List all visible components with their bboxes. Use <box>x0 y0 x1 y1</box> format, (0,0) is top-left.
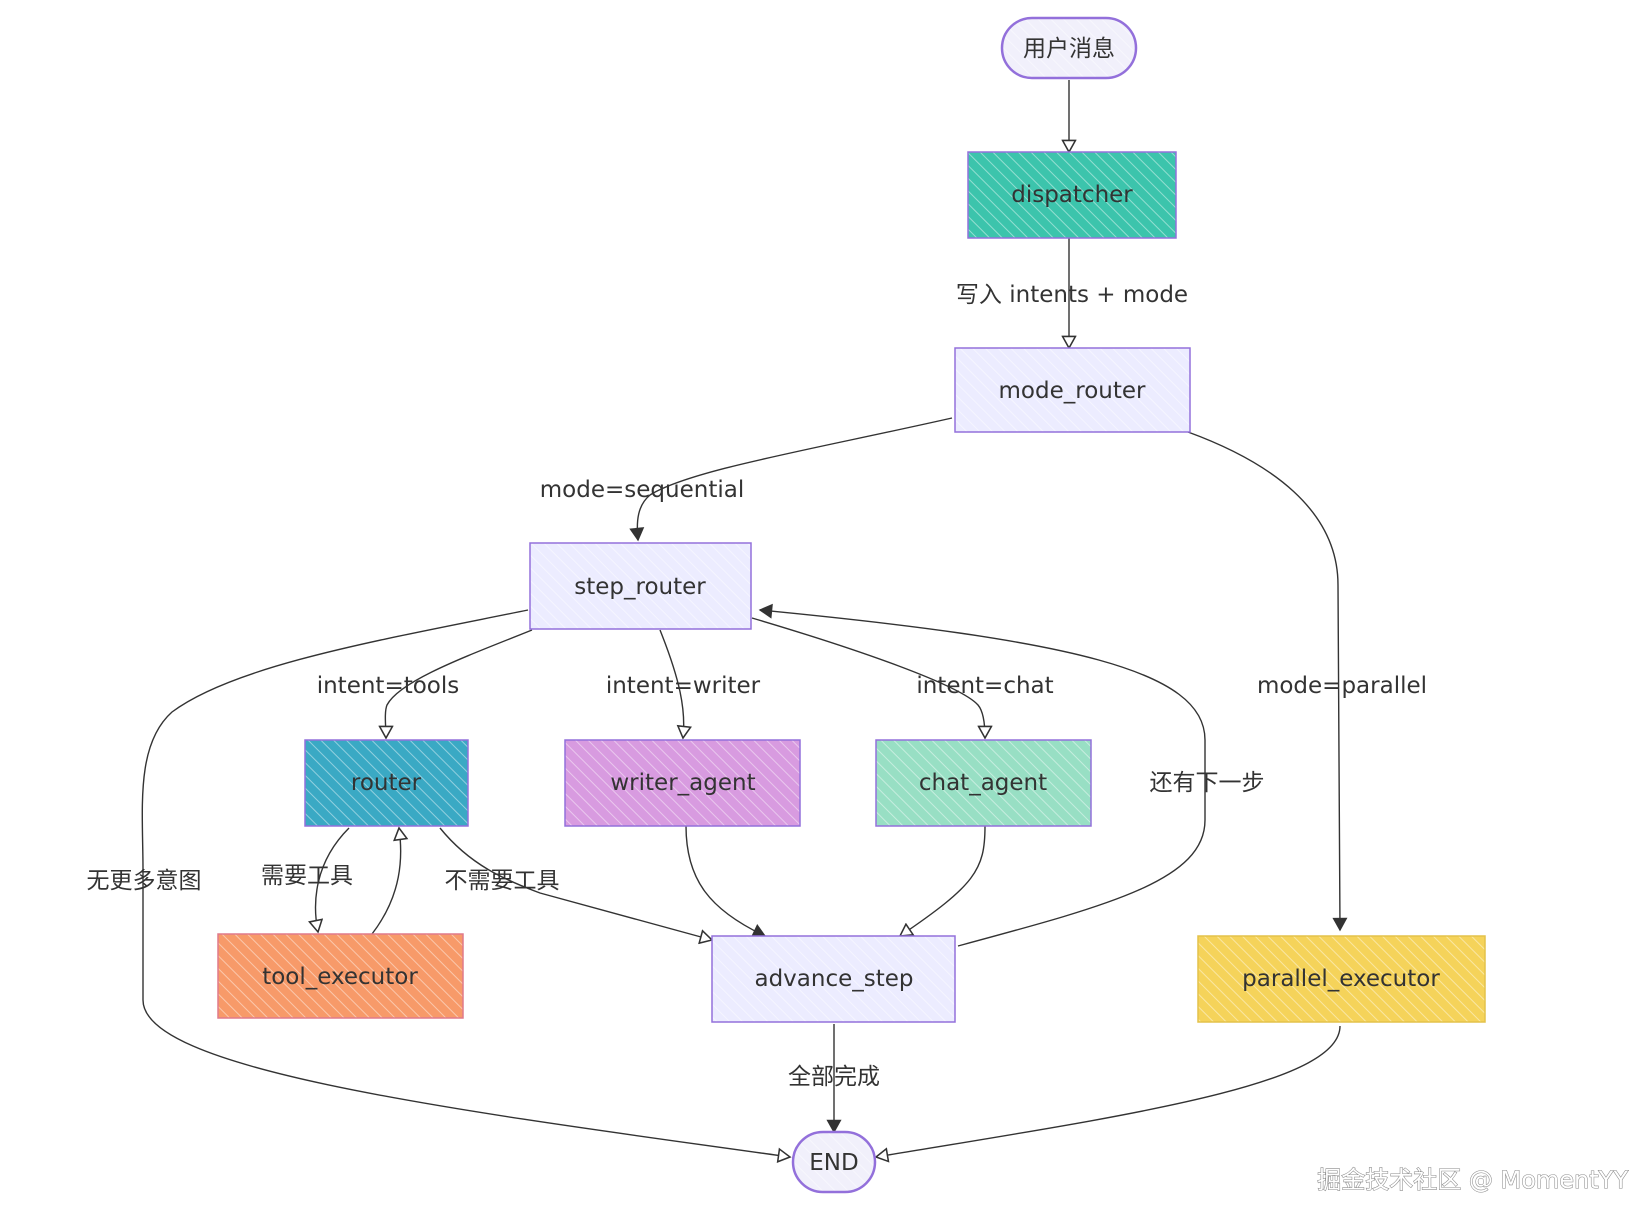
node-router-hatch <box>305 740 468 826</box>
node-end-border <box>791 1130 877 1194</box>
node-step-router-hatch <box>530 543 751 629</box>
node-router-border <box>304 739 469 827</box>
node-parallel-executor-border <box>1197 935 1486 1023</box>
edge-label-write-intents: 写入 intents + mode <box>956 282 1188 308</box>
node-user-message-border <box>1000 16 1138 80</box>
node-chat-agent-hatch <box>876 740 1091 826</box>
node-user-message-label: 用户消息 <box>1023 36 1115 62</box>
edge-label-no-more-intents: 无更多意图 <box>87 868 202 894</box>
edge-label-intent-chat: intent=chat <box>916 673 1053 699</box>
node-dispatcher-hatch <box>968 152 1176 238</box>
edge-tool-executor-to-router <box>371 828 401 935</box>
edge-router-to-advance-step <box>439 827 712 940</box>
node-chat-agent-label: chat_agent <box>919 770 1047 796</box>
node-mode-router-border <box>954 347 1191 433</box>
node-writer-agent-hatch <box>565 740 800 826</box>
node-step-router-label: step_router <box>574 574 706 600</box>
node-tool-executor-hatch <box>218 934 463 1018</box>
edge-mode-router-to-step-router <box>629 417 953 542</box>
node-end-hatch <box>793 1132 875 1192</box>
edge-label-mode-parallel: mode=parallel <box>1257 673 1427 699</box>
edge-label-all-done: 全部完成 <box>788 1064 880 1090</box>
edge-label-needs-tool: 需要工具 <box>261 863 353 889</box>
edge-label-no-tool-needed: 不需要工具 <box>445 868 560 894</box>
nodes-layer: 用户消息 dispatcher mode_router step_router <box>217 16 1486 1194</box>
node-writer-agent-label: writer_agent <box>610 770 755 796</box>
node-chat-agent-border <box>875 739 1092 827</box>
node-dispatcher[interactable]: dispatcher <box>967 151 1177 239</box>
edge-router-to-tool-executor <box>316 827 350 932</box>
edge-step-router-to-chat-agent <box>751 617 985 738</box>
node-user-message[interactable]: 用户消息 <box>1000 16 1138 80</box>
node-writer-agent-border <box>564 739 801 827</box>
node-user-message-hatch <box>1002 18 1136 78</box>
node-advance-step-label: advance_step <box>754 966 913 992</box>
node-advance-step-hatch <box>712 936 955 1022</box>
node-advance-step[interactable]: advance_step <box>711 935 956 1023</box>
node-mode-router-label: mode_router <box>999 378 1146 404</box>
edge-chat-agent-to-advance-step <box>900 825 986 936</box>
edge-label-intent-writer: intent=writer <box>606 673 761 699</box>
edge-step-router-to-end <box>141 609 790 1157</box>
edge-advance-step-to-step-router <box>758 603 1206 947</box>
edge-parallel-executor-to-end <box>876 1025 1341 1157</box>
watermark-text: 掘金技术社区 @ MomentYY <box>1317 1166 1628 1194</box>
edge-mode-router-to-parallel-executor <box>1187 431 1348 932</box>
edge-labels-layer: 写入 intents + mode mode=sequential mode=p… <box>87 282 1428 1090</box>
node-parallel-executor-hatch <box>1198 936 1485 1022</box>
node-dispatcher-label: dispatcher <box>1011 182 1133 208</box>
node-mode-router[interactable]: mode_router <box>954 347 1191 433</box>
edges-layer <box>141 80 1348 1157</box>
node-writer-agent[interactable]: writer_agent <box>564 739 801 827</box>
node-chat-agent[interactable]: chat_agent <box>875 739 1092 827</box>
node-router-label: router <box>351 770 422 796</box>
node-tool-executor-border <box>217 933 464 1019</box>
node-parallel-executor[interactable]: parallel_executor <box>1197 935 1486 1023</box>
edge-step-router-to-writer-agent <box>659 629 684 738</box>
edge-label-has-next-step: 还有下一步 <box>1150 770 1265 796</box>
node-end[interactable]: END <box>791 1130 877 1194</box>
node-advance-step-border <box>711 935 956 1023</box>
node-dispatcher-border <box>967 151 1177 239</box>
edge-label-mode-sequential: mode=sequential <box>540 477 744 503</box>
node-tool-executor-label: tool_executor <box>262 964 418 990</box>
node-step-router-border <box>529 542 752 630</box>
node-parallel-executor-label: parallel_executor <box>1242 966 1440 992</box>
edge-writer-agent-to-advance-step <box>685 825 767 938</box>
node-step-router[interactable]: step_router <box>529 542 752 630</box>
edge-step-router-to-router <box>385 629 533 738</box>
edge-label-intent-tools: intent=tools <box>317 673 460 699</box>
node-tool-executor[interactable]: tool_executor <box>217 933 464 1019</box>
node-mode-router-hatch <box>955 348 1190 432</box>
node-router[interactable]: router <box>304 739 469 827</box>
node-end-label: END <box>809 1150 858 1176</box>
